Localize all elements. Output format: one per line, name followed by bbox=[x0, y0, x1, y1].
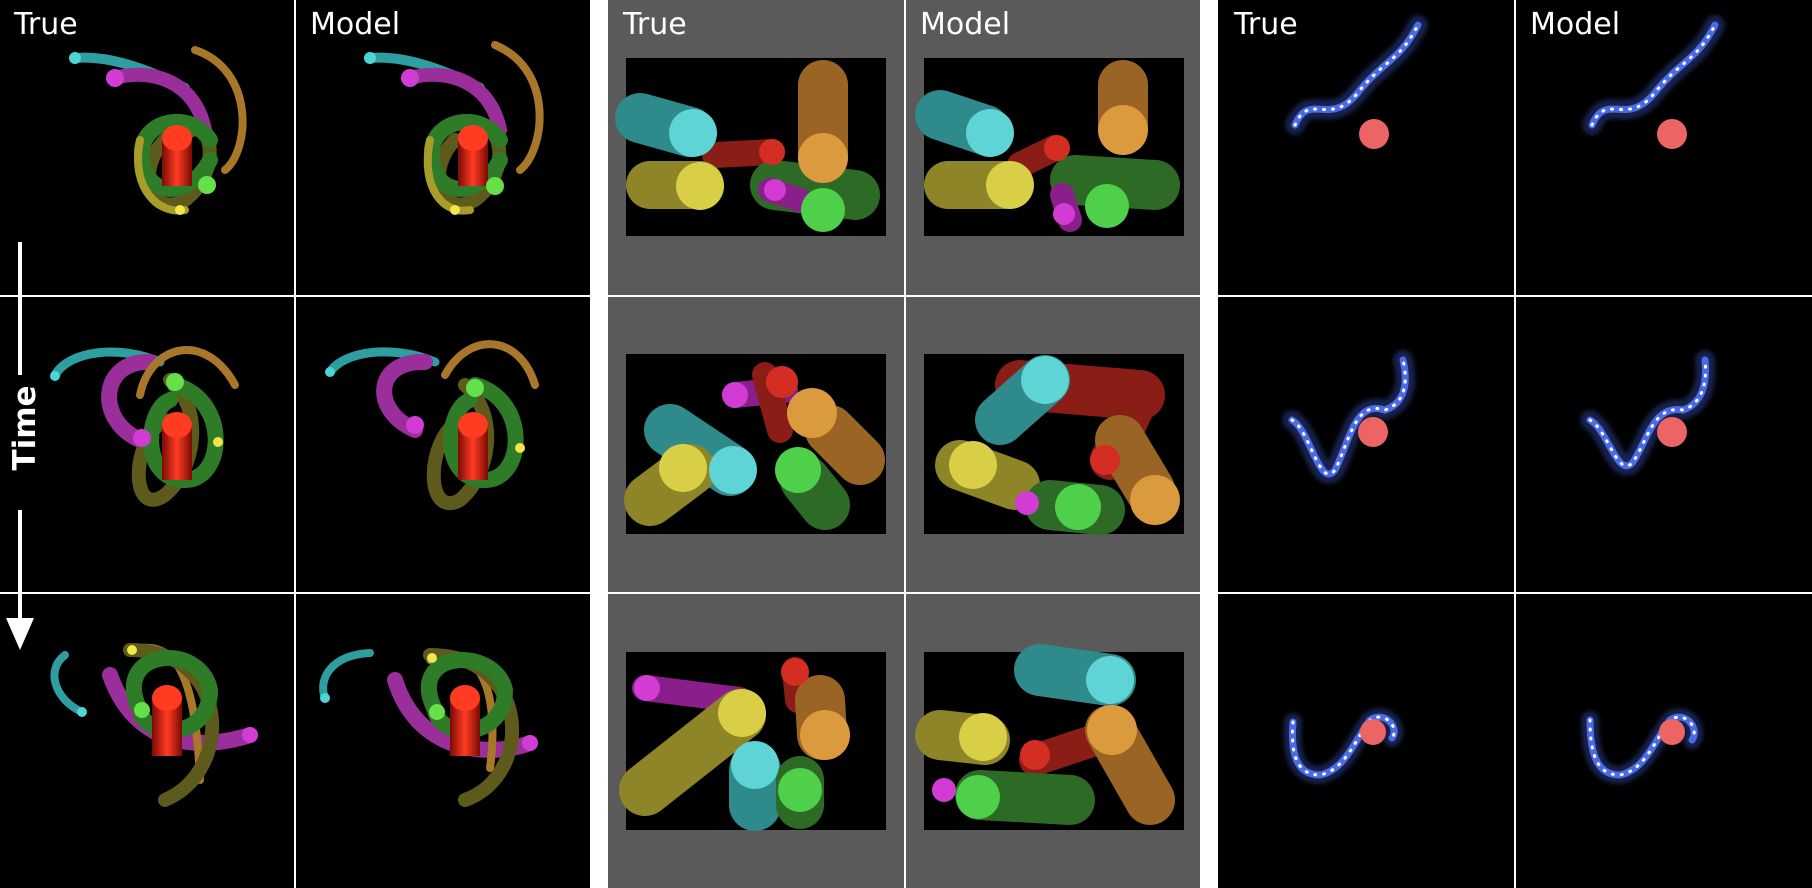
rope-true-row2 bbox=[1282, 350, 1416, 484]
title-rope-model: Model bbox=[1530, 7, 1620, 42]
title-planets-model: Model bbox=[310, 7, 400, 42]
title-cylinders-true: True bbox=[622, 7, 687, 42]
rope-model-row1 bbox=[1582, 15, 1725, 149]
cylinders-true-row1 bbox=[615, 60, 880, 232]
planets-true-row1 bbox=[69, 46, 247, 215]
planets-true-row3 bbox=[50, 643, 258, 807]
rope-true-row1 bbox=[1285, 15, 1428, 149]
time-arrow bbox=[6, 242, 34, 650]
time-label: Time bbox=[0, 385, 55, 471]
title-rope-true: True bbox=[1233, 7, 1298, 42]
cylinders-model-row3 bbox=[915, 644, 1175, 825]
rope-model-row3 bbox=[1581, 708, 1704, 785]
cylinders-model-row1 bbox=[915, 60, 1180, 232]
cylinders-true-row2 bbox=[624, 362, 885, 530]
planets-model-row2 bbox=[325, 340, 539, 510]
cylinders-true-row3 bbox=[619, 657, 850, 831]
rope-model-row2 bbox=[1580, 350, 1716, 476]
planets-model-row3 bbox=[319, 648, 538, 807]
rope-true-row3 bbox=[1283, 708, 1404, 785]
title-planets-true: True bbox=[13, 7, 78, 42]
planets-model-row1 bbox=[364, 41, 544, 215]
cylinders-model-row2 bbox=[935, 355, 1180, 535]
title-cylinders-model: Model bbox=[920, 7, 1010, 42]
planets-true-row2 bbox=[50, 346, 239, 507]
